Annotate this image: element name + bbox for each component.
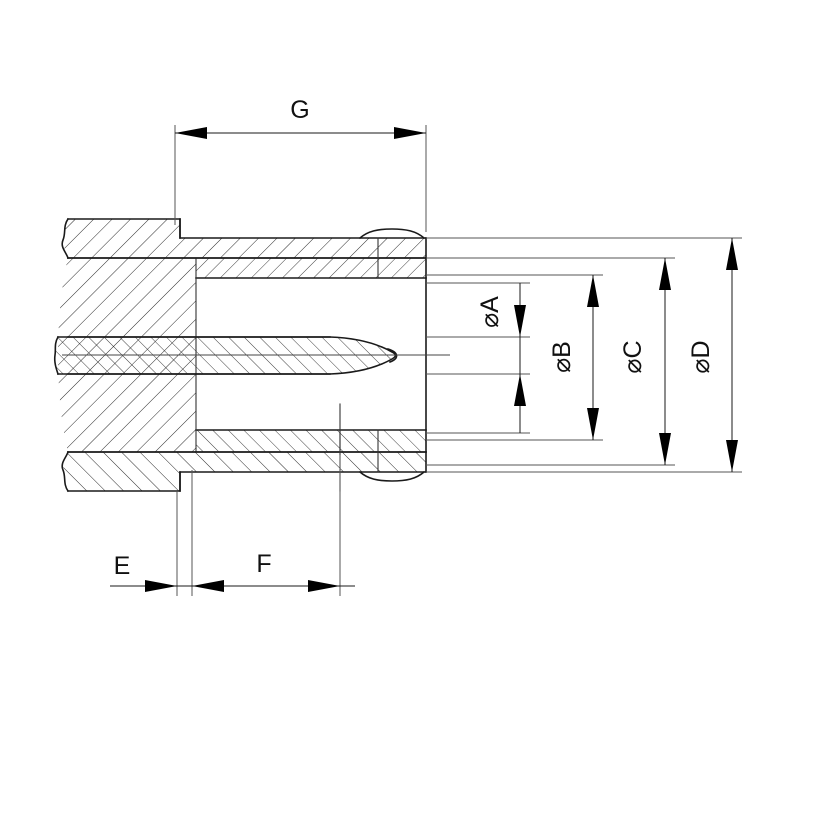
arrowhead-A-top (514, 305, 526, 337)
arrowhead-B-bottom (587, 408, 599, 440)
arrowhead-E-left (145, 580, 177, 592)
dimension-phiB: ⌀B (426, 274, 603, 441)
dimension-E: E (110, 470, 193, 596)
arrowhead-C-bottom (659, 433, 671, 465)
arrowhead-A-bottom (514, 374, 526, 406)
arrowhead-G-right (394, 127, 426, 139)
dimension-phiC: ⌀C (426, 257, 675, 466)
dimension-label-phiA: ⌀A (476, 296, 504, 328)
arrowhead-C-top (659, 258, 671, 290)
arrowhead-B-top (587, 275, 599, 307)
dimension-label-phiC: ⌀C (619, 340, 647, 373)
dimension-label-F: F (256, 550, 271, 578)
dimension-G: G (174, 96, 427, 232)
arrowhead-D-bottom (726, 440, 738, 472)
lower-bore-cavity (196, 374, 426, 430)
dimension-label-phiB: ⌀B (548, 341, 576, 373)
dimension-phiD: ⌀D (426, 237, 742, 473)
arrowhead-G-left (175, 127, 207, 139)
arrowhead-F-right (308, 580, 340, 592)
arrowhead-D-top (726, 238, 738, 270)
lower-outer-flange (61, 450, 427, 493)
dimension-phiA: ⌀A (426, 282, 530, 434)
dimension-label-E: E (114, 552, 131, 580)
upper-bore-cavity (196, 278, 426, 337)
dimension-label-G: G (290, 96, 309, 124)
arrowhead-F-left (192, 580, 224, 592)
dimension-label-phiD: ⌀D (687, 340, 715, 373)
dimension-F: F (192, 455, 355, 596)
